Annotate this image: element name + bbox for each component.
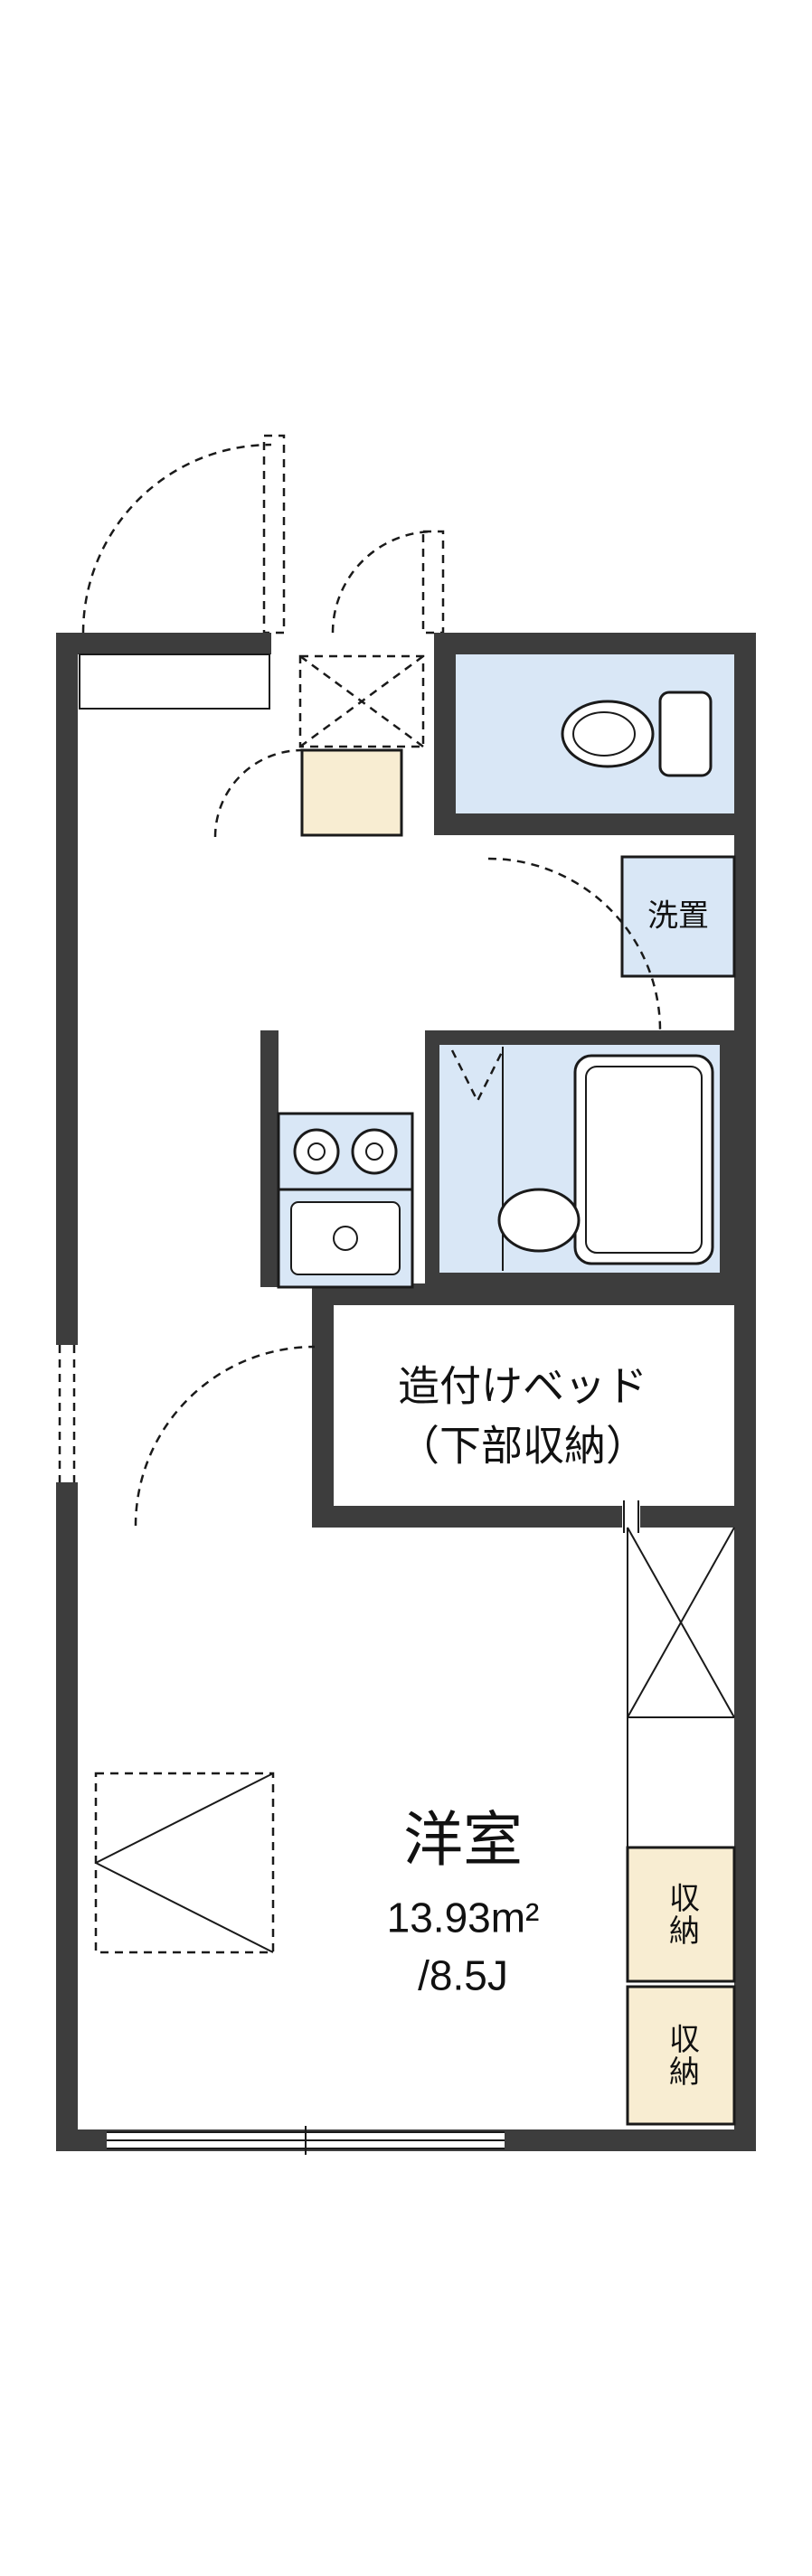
bed-wall-tick xyxy=(622,1500,640,1533)
door-arc-small xyxy=(331,530,435,634)
door-arc-large xyxy=(81,443,272,634)
bathroom-door-arc xyxy=(487,857,662,1031)
bathroom xyxy=(425,1030,734,1287)
top-wall-right xyxy=(434,633,756,654)
main-room-name: 洋室 xyxy=(403,1806,523,1874)
kitchen xyxy=(277,1112,414,1289)
sink-drain xyxy=(333,1226,358,1251)
burner-right xyxy=(351,1128,398,1175)
burner-right-center xyxy=(365,1142,383,1161)
burner-left-center xyxy=(307,1142,326,1161)
genkan-cross-2 xyxy=(299,654,424,748)
built-in-bed-label-line1: 造付けベッド xyxy=(398,1362,647,1410)
shoe-cabinet xyxy=(300,748,403,837)
stove-icon xyxy=(277,1112,414,1191)
left-wall-opening xyxy=(56,1345,78,1482)
toilet-tank xyxy=(658,691,713,777)
entry-step xyxy=(79,653,270,710)
closet-column xyxy=(626,1527,736,2126)
storage-bottom-label: 収納 xyxy=(664,2023,699,2088)
laundry-box xyxy=(620,855,736,978)
corridor-door-arc xyxy=(134,1345,316,1527)
window-symbol-line-2 xyxy=(95,1862,274,1953)
sink-icon xyxy=(277,1188,414,1289)
toilet-left-wall xyxy=(434,654,456,835)
kitchen-side-wall xyxy=(260,1030,279,1287)
laundry-label: 洗置 xyxy=(647,898,709,934)
toilet-room xyxy=(456,654,734,813)
storage-top-label: 収納 xyxy=(664,1882,699,1947)
washbasin-icon xyxy=(497,1188,581,1253)
bathtub-outer xyxy=(573,1054,714,1265)
built-in-bed-label-line2: （下部収納） xyxy=(398,1422,647,1470)
bathtub-icon xyxy=(573,1054,714,1265)
main-room-area-m2: 13.93m² xyxy=(386,1894,540,1941)
main-room-area-jo: /8.5J xyxy=(418,1951,508,1999)
closet-diagonal-2 xyxy=(627,1527,735,1718)
entrance-area xyxy=(79,653,425,838)
storage-box-top xyxy=(626,1846,736,1983)
sink-basin xyxy=(290,1201,401,1275)
genkan-mark-box xyxy=(298,654,425,748)
toilet-bottom-wall xyxy=(434,813,734,835)
toilet-icon xyxy=(561,691,713,777)
entrance-door-swing-icon xyxy=(81,434,445,635)
door-leaf-small xyxy=(421,530,445,635)
bed-left-wall xyxy=(312,1283,334,1528)
inner-door-arc xyxy=(213,748,303,838)
window-symbol-line-1 xyxy=(95,1772,274,1864)
laundry-space xyxy=(620,855,736,978)
toilet-bowl xyxy=(561,700,655,768)
door-leaf-large xyxy=(262,434,286,635)
burner-left xyxy=(293,1128,340,1175)
bed-wall-gap xyxy=(622,1506,640,1528)
window-symbol-box xyxy=(94,1772,275,1954)
bed-bottom-wall xyxy=(312,1506,734,1528)
bathroom-fold-mark xyxy=(450,1049,505,1104)
toilet-bowl-inner xyxy=(572,711,636,757)
bathtub-inner xyxy=(585,1066,703,1254)
left-wall-gap xyxy=(56,1345,78,1482)
right-wall xyxy=(734,633,756,2151)
top-wall-left xyxy=(56,633,271,654)
window-icon xyxy=(107,2126,505,2155)
storage-box-bottom xyxy=(626,1985,736,2126)
room-window-symbol xyxy=(94,1772,275,1954)
